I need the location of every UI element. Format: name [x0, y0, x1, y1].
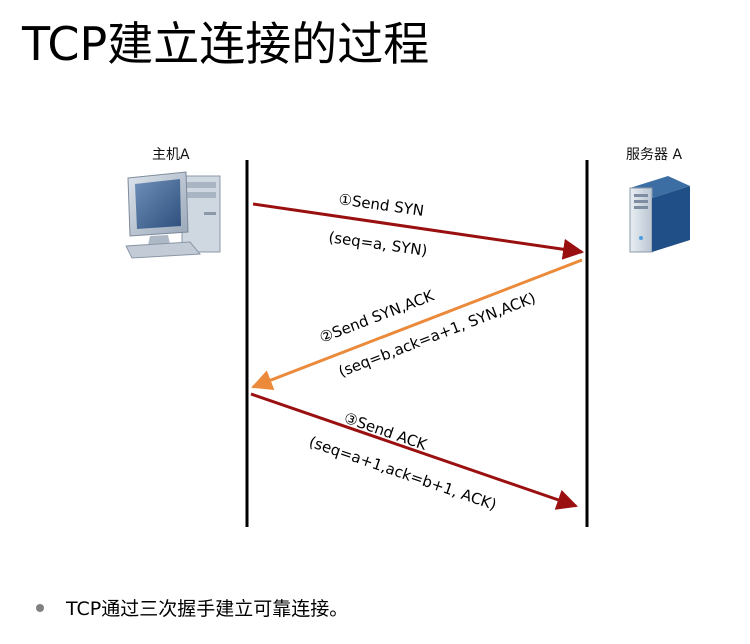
server-tower-icon [629, 176, 690, 253]
server-label: 服务器 A [626, 147, 683, 163]
summary-text: TCP通过三次握手建立可靠连接。 [66, 598, 349, 620]
desktop-computer-icon [125, 171, 221, 259]
step1-detail: (seq=a, SYN) [327, 228, 428, 260]
bullet-dot-icon [36, 603, 44, 612]
page-title: TCP建立连接的过程 [22, 17, 430, 71]
host-label: 主机A [152, 147, 190, 163]
summary-bullet: TCP通过三次握手建立可靠连接。 [36, 594, 348, 621]
ack-arrow [250, 392, 578, 510]
syn-arrow [252, 202, 585, 260]
step1-label: ①Send SYN [337, 190, 425, 220]
syn-ack-arrow [251, 258, 583, 390]
step2-detail: (seq=b,ack=a+1, SYN,ACK) [336, 289, 538, 381]
